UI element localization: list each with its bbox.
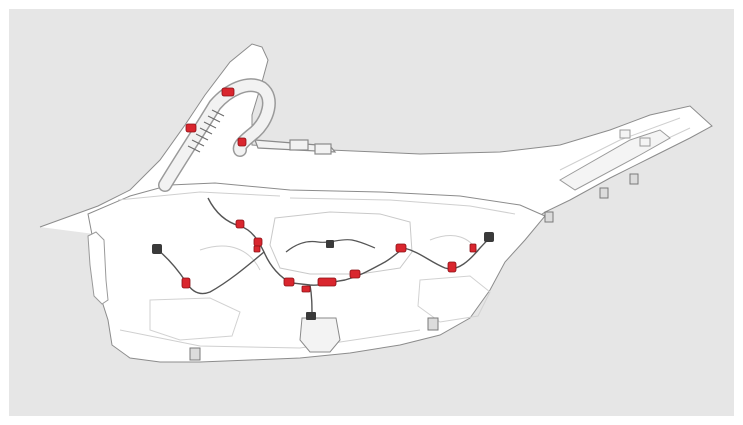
- clip-6: [283, 277, 295, 287]
- highlighted-clips: [181, 87, 477, 293]
- clip-8: [349, 269, 361, 279]
- clip-5: [181, 277, 191, 289]
- conduit-ribs: [187, 109, 225, 153]
- right-hinge-area: [559, 129, 671, 191]
- central-recess: [269, 211, 413, 275]
- lower-recess-left: [149, 297, 241, 341]
- clip-1: [221, 87, 235, 97]
- wiring-harness-main: [207, 197, 491, 286]
- upper-strut-rod: [254, 139, 337, 155]
- wiring-harness-left-branch: [157, 249, 265, 295]
- clip-3: [235, 219, 245, 229]
- lower-recess-right: [417, 275, 491, 323]
- harness-conduit-inner: [159, 79, 275, 191]
- wiring-harness-upper-branch: [285, 238, 376, 253]
- clip-2: [185, 123, 197, 133]
- clip-11: [237, 137, 247, 147]
- liftgate-harness-diagram: [39, 43, 713, 363]
- liftgate-inner-trim: [87, 182, 546, 363]
- clip-9: [395, 243, 407, 253]
- clip-7: [317, 277, 337, 287]
- harness-connectors: [152, 232, 494, 320]
- clip-13: [301, 285, 311, 293]
- latch-assembly: [299, 317, 341, 353]
- left-side-bracket: [87, 231, 109, 305]
- diagram-background: [9, 9, 734, 416]
- clip-10: [447, 261, 457, 273]
- clip-14: [469, 243, 477, 253]
- clip-12: [253, 245, 261, 253]
- clip-4: [253, 237, 263, 247]
